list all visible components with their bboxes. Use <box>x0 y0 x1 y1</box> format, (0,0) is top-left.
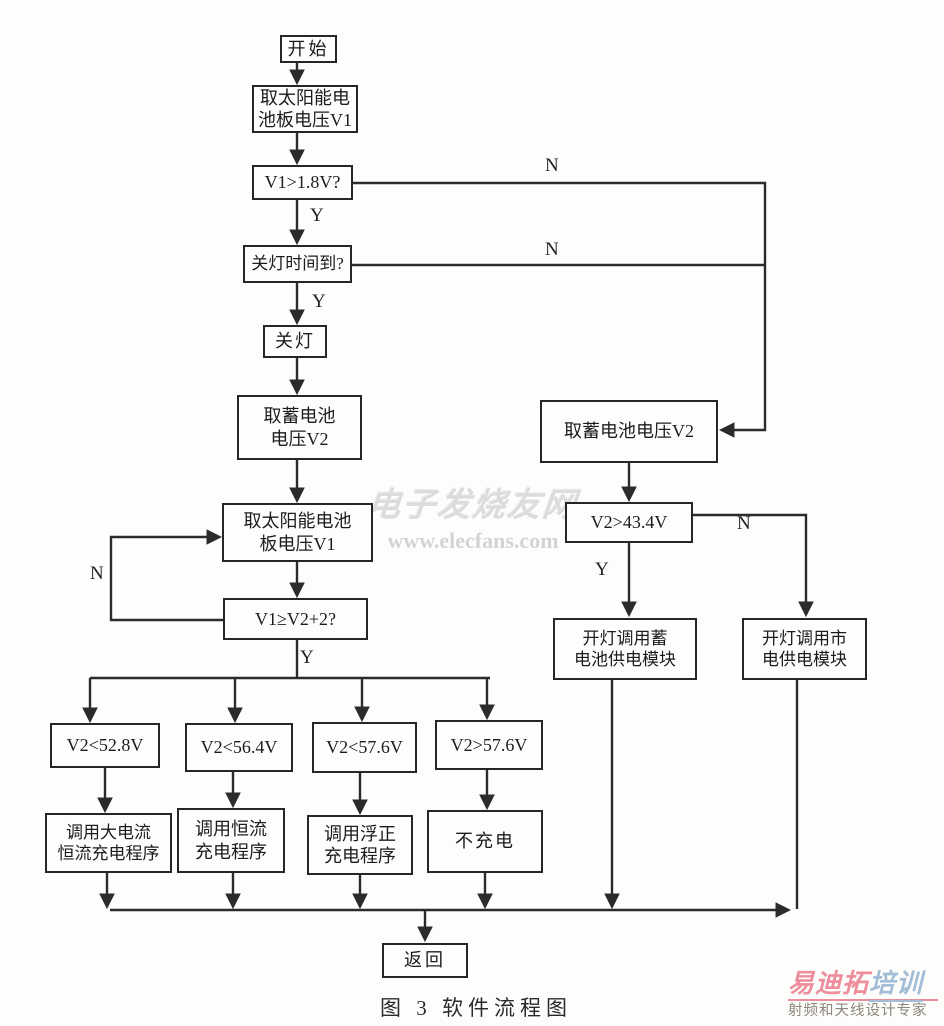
edge-label-yes-v1v2-check: Y <box>300 647 314 668</box>
watermark-site-name: 电子发烧友网 <box>365 488 580 524</box>
node-return: 返回 <box>382 943 468 978</box>
node-light-on-battery-module: 开灯调用蓄 电池供电模块 <box>553 618 697 680</box>
node-check-v2-gt-43-4: V2>43.4V <box>565 502 693 543</box>
edge-label-yes-v2-43-check: Y <box>595 559 609 580</box>
node-light-off: 关灯 <box>263 325 327 358</box>
watermark-site-url: www.elecfans.com <box>387 528 559 553</box>
site-watermark: 电子发烧友网 www.elecfans.com <box>365 478 580 554</box>
node-start: 开始 <box>280 35 337 63</box>
node-check-v1-ge-v2-plus-2: V1≥V2+2? <box>223 598 368 640</box>
node-cond-v2-lt-56-4: V2<56.4V <box>185 723 293 772</box>
node-get-battery-v2-left: 取蓄电池 电压V2 <box>237 395 362 460</box>
node-get-battery-v2-right: 取蓄电池电压V2 <box>540 400 718 463</box>
node-no-charge: 不充电 <box>427 810 543 873</box>
node-cond-v2-gt-57-6: V2>57.6V <box>435 720 543 770</box>
node-call-float-charge: 调用浮正 充电程序 <box>307 815 413 875</box>
node-get-solar-v1-mid: 取太阳能电池 板电压V1 <box>222 503 373 562</box>
node-check-light-off-time: 关灯时间到? <box>243 245 352 283</box>
figure-caption: 图 3 软件流程图 <box>380 996 572 1020</box>
logo-brand-left: 易迪拓 <box>788 969 870 998</box>
node-cond-v2-lt-57-6: V2<57.6V <box>312 722 417 773</box>
node-cond-v2-lt-52-8: V2<52.8V <box>50 723 160 768</box>
logo-brand-right: 培训 <box>869 969 924 1002</box>
node-call-high-current-charge: 调用大电流 恒流充电程序 <box>45 813 172 873</box>
edge-label-no-v2-43-check: N <box>737 513 751 534</box>
logo-brand: 易迪拓培训 <box>788 969 938 1002</box>
edge-label-no-v1-check: N <box>545 155 559 176</box>
edge-label-no-time-check: N <box>545 239 559 260</box>
training-logo: 易迪拓培训 射频和天线设计专家 <box>788 969 938 1019</box>
edge-label-yes-time-check: Y <box>312 291 326 312</box>
logo-tagline: 射频和天线设计专家 <box>788 1003 928 1019</box>
node-light-on-mains-module: 开灯调用市 电供电模块 <box>742 618 867 680</box>
node-check-v1-gt-1-8: V1>1.8V? <box>252 165 353 200</box>
node-call-constant-current-charge: 调用恒流 充电程序 <box>177 808 285 873</box>
edge-label-no-v1v2-loop: N <box>90 563 104 584</box>
node-get-solar-v1-top: 取太阳能电 池板电压V1 <box>252 85 358 133</box>
edge-label-yes-v1-check: Y <box>310 205 324 226</box>
